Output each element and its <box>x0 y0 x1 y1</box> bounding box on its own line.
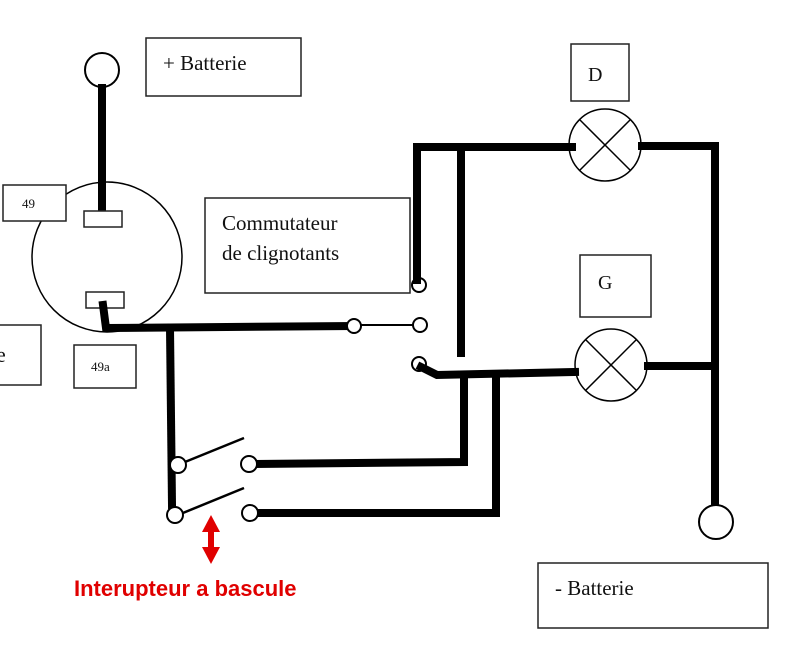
indicator-switch-label-line2: de clignotants <box>222 241 339 265</box>
wire-rocker-lower-to-lamp-left <box>252 371 500 517</box>
lamp-left <box>574 328 648 402</box>
lamp-left-label-box <box>579 254 652 318</box>
relay-49a-label: 49a <box>91 359 110 374</box>
lamp-right <box>568 108 642 182</box>
rocker-lower-output-contact[interactable] <box>241 504 259 522</box>
indicator-switch-contact-neutral[interactable] <box>412 317 428 333</box>
battery-negative-label: - Batterie <box>555 576 634 600</box>
wire-rocker-upper-to-lamp-right <box>245 378 468 469</box>
flasher-relay-body <box>31 181 183 333</box>
rocker-upper-output-contact[interactable] <box>240 455 258 473</box>
rocker-switch[interactable] <box>166 436 259 524</box>
rocker-switch-annotation: Interupteur a bascule <box>74 576 297 601</box>
partial-left-label-box <box>0 324 42 386</box>
wire-49a-to-rocker <box>165 323 177 510</box>
lamp-right-label: D <box>588 64 602 86</box>
relay-terminal-49-pad <box>83 210 123 228</box>
wire-49a-to-switch <box>98 300 357 333</box>
rocker-upper-input-contact[interactable] <box>169 456 187 474</box>
battery-positive-terminal <box>84 52 120 88</box>
relay-49a-label-box <box>73 344 137 389</box>
indicator-switch-input-contact[interactable] <box>346 318 362 334</box>
rocker-lower-input-contact[interactable] <box>166 506 184 524</box>
relay-49-label-box <box>2 184 67 222</box>
partial-left-label: e <box>0 342 6 367</box>
indicator-switch-label-line1: Commutateur <box>222 211 337 235</box>
wire-to-lamp-right <box>413 143 576 284</box>
battery-negative-terminal <box>698 504 734 540</box>
relay-49-label: 49 <box>22 196 35 211</box>
wire-to-lamp-left <box>415 361 580 380</box>
lamp-right-label-box <box>570 43 630 102</box>
wire-lamp-right-to-ground <box>638 142 719 509</box>
battery-positive-label: + Batterie <box>163 51 247 75</box>
indicator-switch-label-box <box>204 197 411 294</box>
battery-negative-label-box <box>537 562 769 629</box>
double-arrow-icon <box>202 515 220 564</box>
battery-positive-label-box <box>145 37 302 97</box>
lamp-left-label: G <box>598 272 612 294</box>
